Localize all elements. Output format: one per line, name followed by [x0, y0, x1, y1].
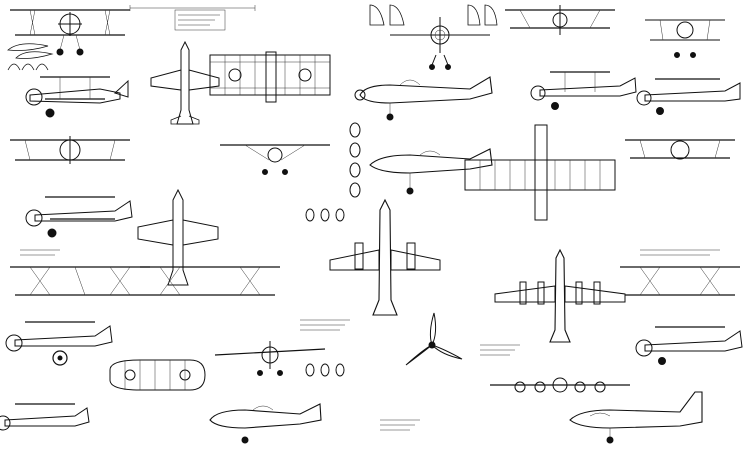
biplane-large-side-view-right [620, 266, 740, 296]
biplane-top-view [209, 51, 331, 103]
wing-plan-left [109, 359, 206, 391]
propeller-detail [405, 312, 463, 366]
biplane-side-view-bottom-left [0, 403, 90, 431]
fighter-side-view [369, 148, 493, 195]
four-engine-bomber-front-view [490, 377, 630, 393]
biplane-side-view-right [530, 71, 637, 110]
high-wing-monoplane-front [220, 144, 330, 175]
biplane-side-view-left [25, 76, 129, 118]
biplane-wing-plan [464, 124, 616, 221]
wing-rib-profiles [7, 43, 54, 71]
biplane-side-view-far-right [636, 78, 741, 115]
dimension-annotations [129, 5, 256, 31]
biplane-front-view-left-2 [10, 136, 130, 164]
biplane-side-view-right-3 [635, 326, 743, 365]
tail-fin-profiles [369, 4, 498, 26]
twin-engine-top-view [329, 198, 441, 316]
monoplane-side-view [354, 76, 493, 121]
biplane-side-view [505, 5, 615, 35]
biplane-large-side-view [10, 266, 150, 296]
monoplane-front-view-2 [214, 341, 326, 376]
biplane-front-view [10, 9, 130, 56]
biplane-side-view-left-3 [5, 321, 113, 366]
four-engine-bomber-top-view [494, 248, 626, 343]
fighter-side-view-bottom [209, 403, 322, 444]
biplane-front-view-right [645, 19, 725, 58]
monoplane-front-view [390, 17, 490, 70]
four-engine-bomber-side-view [569, 391, 703, 444]
fuselage-cross-sections [305, 122, 361, 377]
monoplane-top-view [150, 40, 220, 125]
text-annotations [20, 249, 720, 431]
biplane-large-side-view-center [140, 266, 280, 296]
biplane-front-view-right-2 [625, 139, 735, 160]
monoplane-top-view-2 [137, 188, 219, 286]
biplane-side-view-left-2 [25, 196, 133, 238]
